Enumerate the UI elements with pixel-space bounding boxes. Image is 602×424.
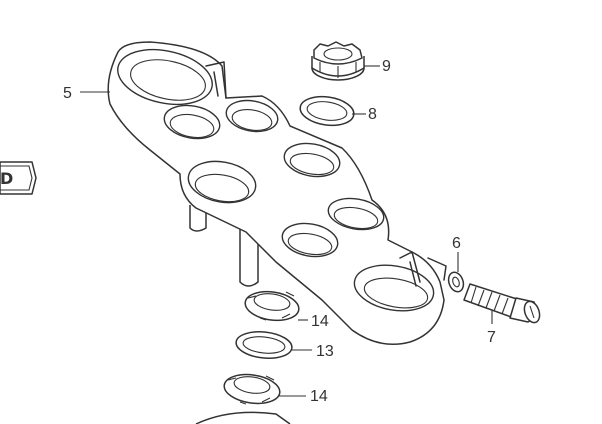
callout-14-upper: 14: [311, 313, 329, 330]
part-13-washer: [235, 330, 293, 360]
part-14-locknut-lower: [223, 373, 281, 405]
part-6-washer: [447, 271, 465, 293]
callout-14-lower: 14: [310, 388, 328, 405]
direction-badge: D: [0, 161, 37, 195]
leader-lines: [80, 65, 493, 397]
triple-clamp: [107, 41, 447, 345]
callout-9: 9: [382, 58, 391, 75]
callout-8: 8: [368, 106, 377, 123]
badge-letter: D: [0, 169, 13, 188]
callout-5: 5: [63, 85, 72, 102]
callout-6: 6: [452, 235, 461, 252]
partial-part-bottom: [195, 411, 291, 424]
callout-7: 7: [487, 329, 496, 346]
part-14-locknut-upper: [244, 290, 300, 322]
part-7-bolt: [463, 283, 541, 324]
part-8-washer: [299, 95, 355, 127]
callout-13: 13: [316, 343, 334, 360]
part-9-nut: [311, 41, 365, 81]
